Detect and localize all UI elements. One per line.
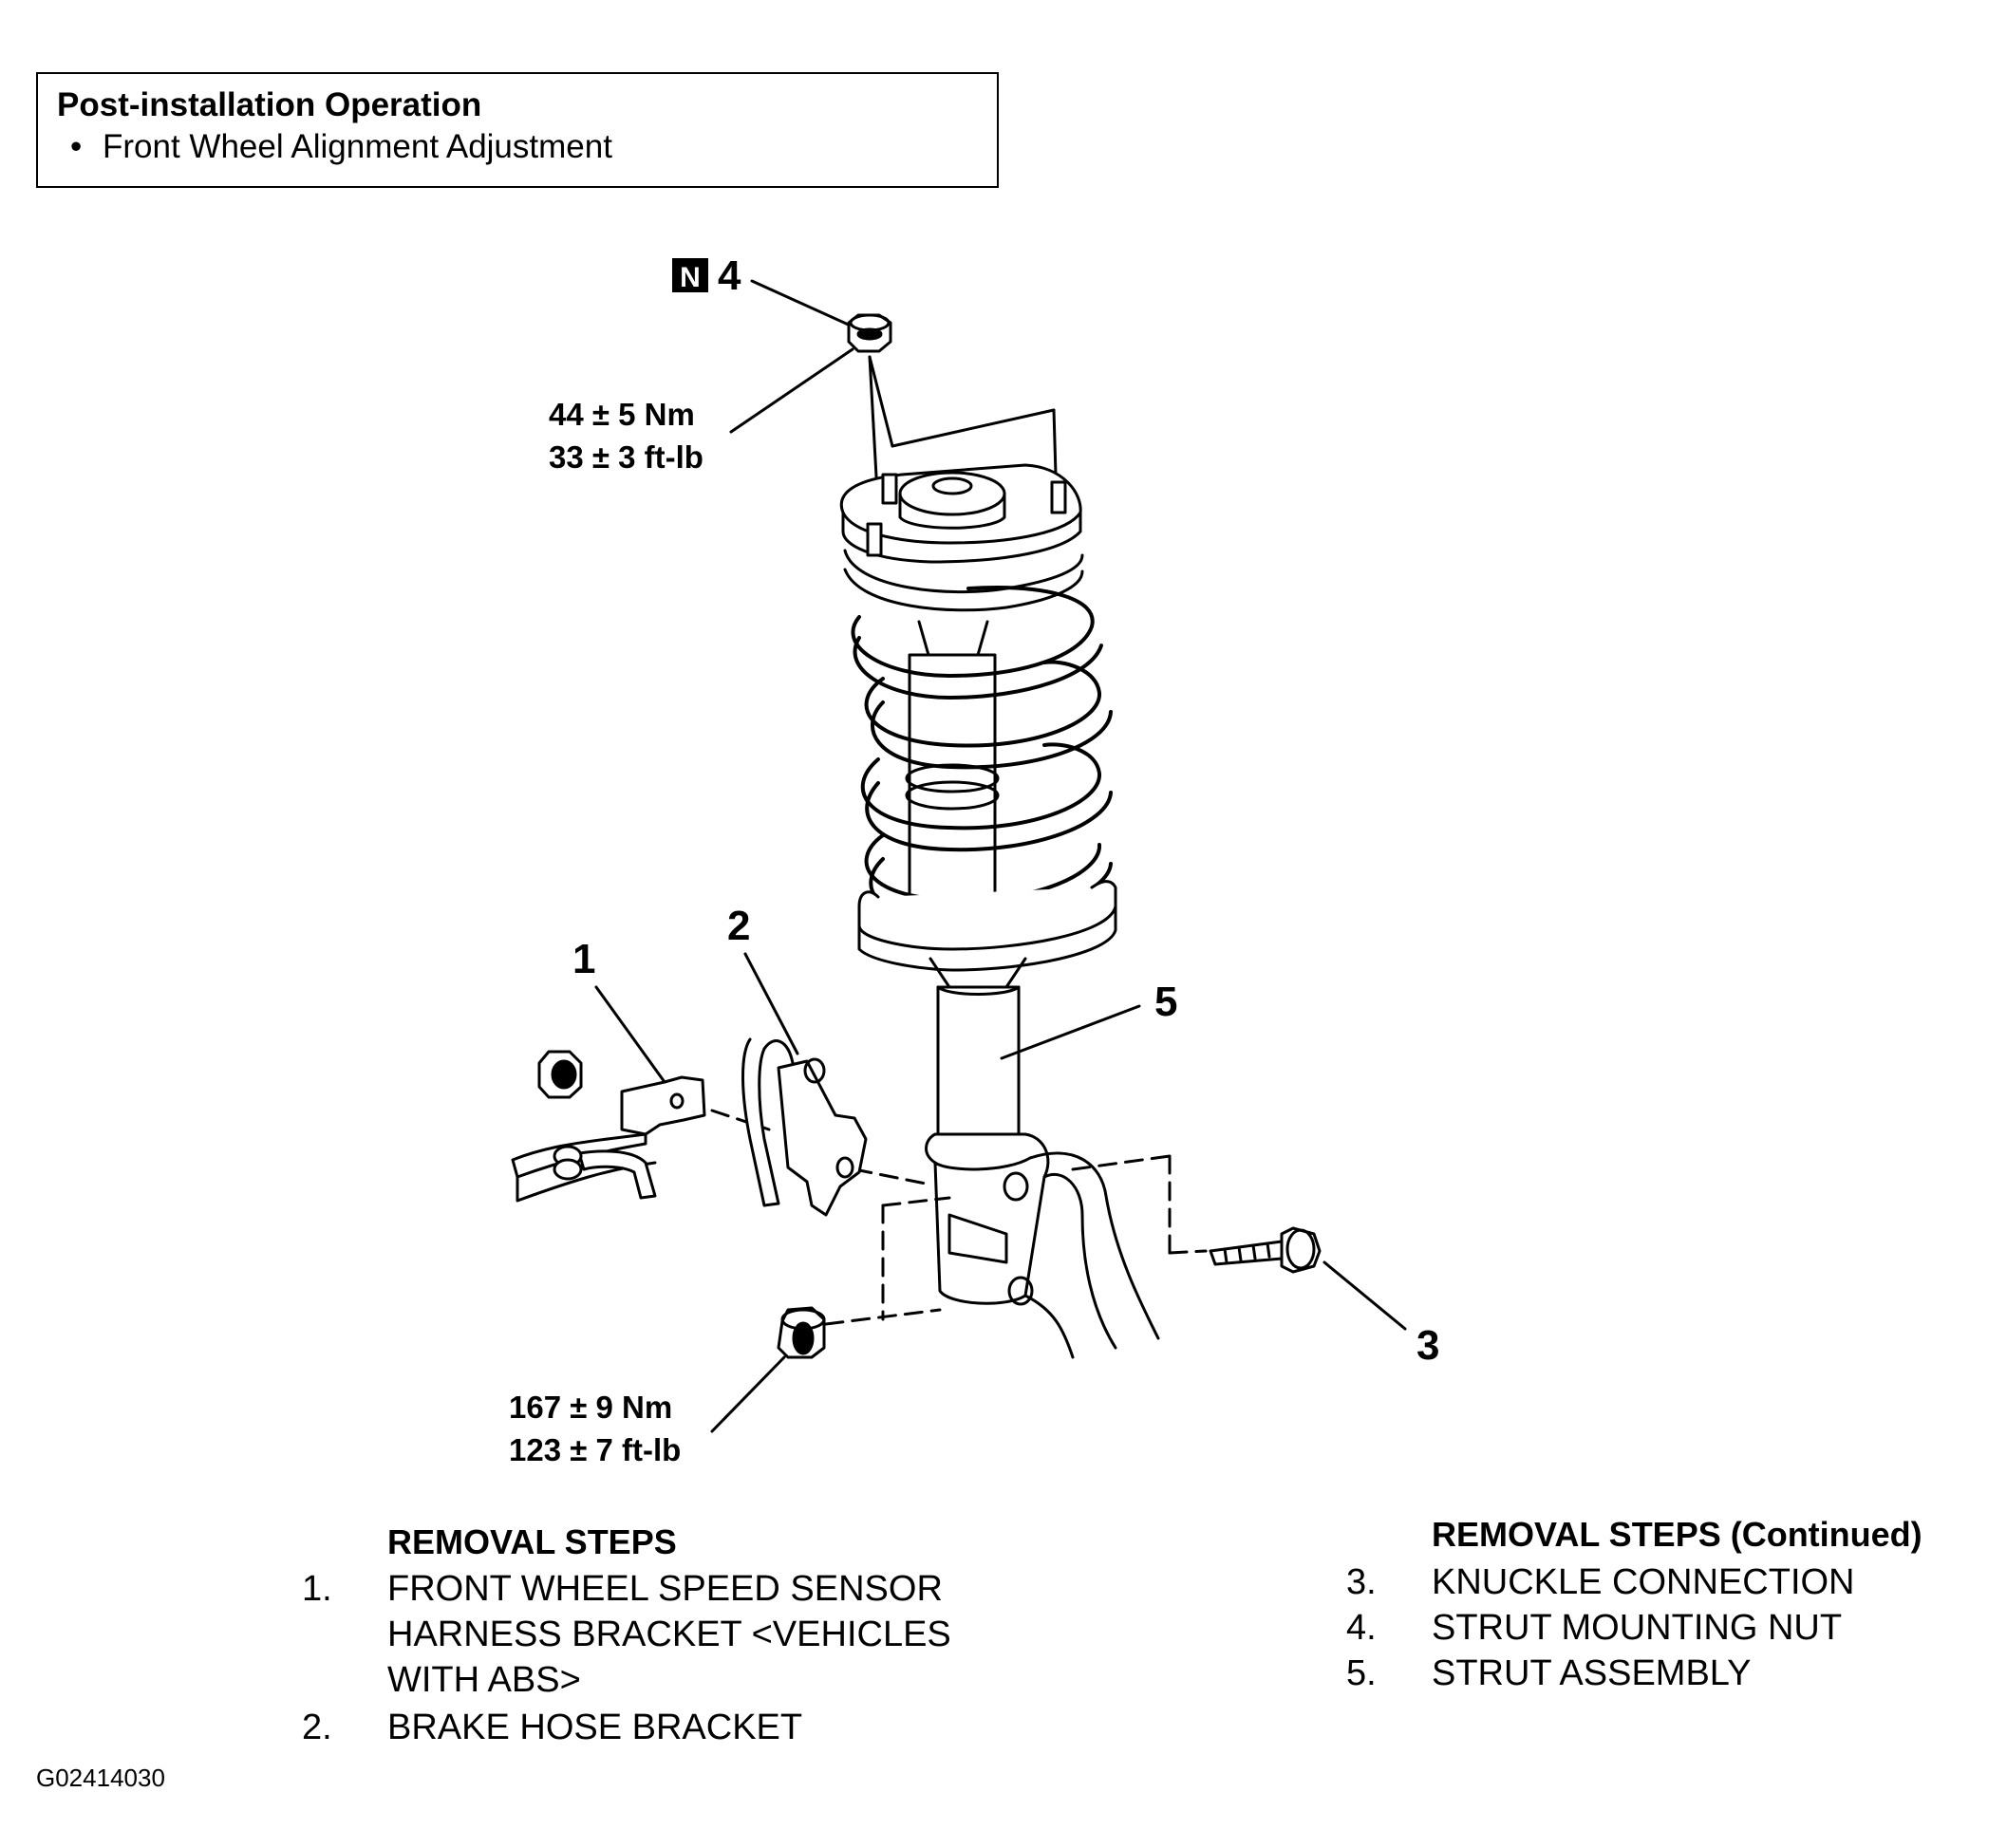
upper-torque-nm: 44 ± 5 Nm: [549, 397, 695, 432]
callout-2: 2: [727, 903, 750, 949]
strut-mounting-nut-icon: [847, 313, 892, 353]
lower-spring-seat: [857, 880, 1117, 989]
callout-4: 4: [718, 252, 741, 299]
leader-line-1: [594, 985, 666, 1084]
knuckle-projection-lines: [710, 1109, 1208, 1326]
leader-line-5: [1000, 1004, 1141, 1060]
step-text: FRONT WHEEL SPEED SENSOR HARNESS BRACKET…: [387, 1569, 951, 1700]
callout-3: 3: [1416, 1322, 1439, 1369]
leader-line-4: [750, 279, 854, 328]
step-number: 5.: [1346, 1653, 1377, 1693]
post-installation-title: Post-installation Operation: [57, 86, 482, 123]
knuckle-bolt-icon: [1209, 1226, 1322, 1274]
strut-rod: [905, 620, 1000, 942]
lower-torque-nm: 167 ± 9 Nm: [509, 1390, 672, 1425]
harness-bracket-nut-icon: [537, 1050, 583, 1099]
removal-steps-heading: REMOVAL STEPS: [387, 1522, 677, 1561]
leader-line-lower-torque: [710, 1355, 786, 1433]
upper-spring-seat: [843, 549, 1084, 594]
leader-line-upper-torque: [729, 347, 854, 434]
upper-torque-ftlb: 33 ± 3 ft-lb: [549, 439, 703, 475]
upper-mount-plate: [839, 463, 1082, 564]
callout-4-badge: N: [680, 262, 701, 293]
lower-torque-ftlb: 123 ± 7 ft-lb: [509, 1432, 681, 1467]
knuckle-arm: [1028, 1151, 1160, 1340]
step-number: 2.: [302, 1708, 332, 1747]
brake-hose-bracket-icon: [741, 1037, 868, 1217]
n-badge-icon: [672, 258, 708, 292]
wheel-speed-sensor-bracket-icon: [511, 1075, 706, 1203]
post-installation-item: • Front Wheel Alignment Adjustment: [57, 125, 978, 169]
callout-1: 1: [572, 936, 595, 982]
leader-line-3: [1322, 1260, 1407, 1331]
bullet-icon: •: [70, 128, 83, 165]
step-number: 4.: [1346, 1608, 1377, 1648]
step-text: STRUT ASSEMBLY: [1432, 1653, 1752, 1693]
step-text: KNUCKLE CONNECTION: [1432, 1562, 1855, 1602]
step-number: 3.: [1346, 1562, 1377, 1602]
step-number: 1.: [302, 1569, 332, 1609]
leader-line-2: [743, 952, 799, 1055]
step-text: STRUT MOUNTING NUT: [1432, 1608, 1843, 1648]
step-text: BRAKE HOSE BRACKET: [387, 1708, 803, 1747]
post-installation-item-text: Front Wheel Alignment Adjustment: [103, 128, 612, 165]
removal-steps-continued-heading: REMOVAL STEPS (Continued): [1432, 1515, 1923, 1554]
post-installation-box: Post-installation Operation • Front Wheel…: [36, 72, 999, 188]
callout-5: 5: [1154, 979, 1177, 1025]
figure-id: G02414030: [36, 1764, 165, 1792]
lower-nut-icon: [777, 1306, 826, 1359]
strut-body: [925, 985, 1050, 1306]
